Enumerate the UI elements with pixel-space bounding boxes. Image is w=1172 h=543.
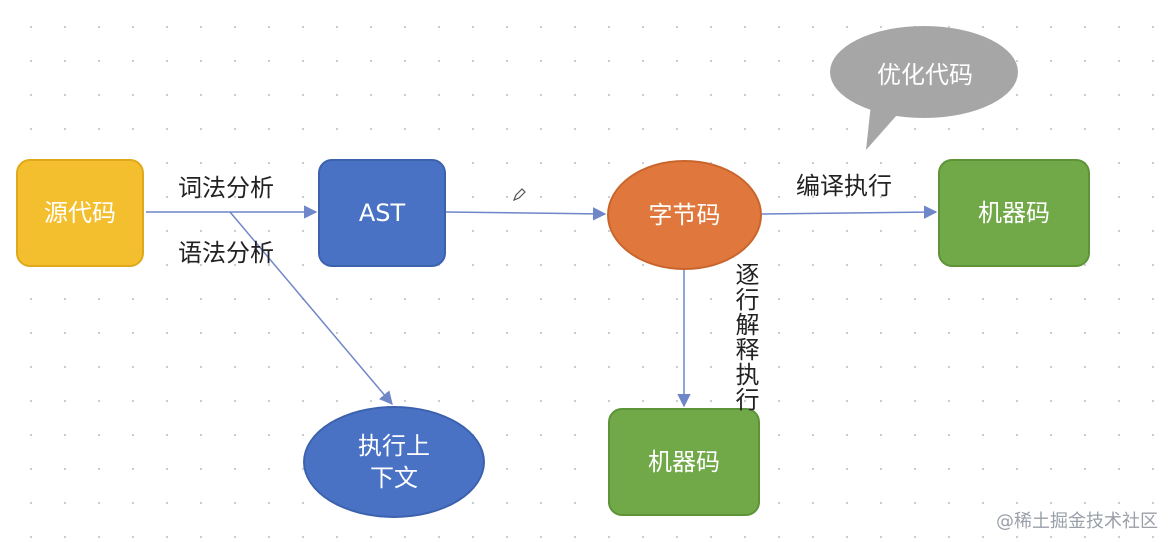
syntax-analysis-label: 语法分析 [178, 239, 274, 267]
lexical-analysis-label: 词法分析 [178, 174, 274, 202]
compiled-machine-code-node: 机器码 [938, 159, 1090, 267]
interpreted-machine-code-label: 机器码 [648, 447, 720, 476]
execution-context-label-line1: 执行上 [358, 431, 430, 460]
watermark: @稀土掘金技术社区 [996, 511, 1158, 532]
compiled-machine-code-label: 机器码 [978, 198, 1050, 227]
interpret-line-by-line-label: 逐行解释执行 [731, 262, 759, 412]
execution-context-label-line2: 下文 [370, 464, 418, 492]
bytecode-node: 字节码 [607, 160, 762, 270]
interpreted-machine-code-node: 机器码 [608, 408, 760, 516]
optimize-bubble [830, 26, 1018, 150]
ast-node: AST [318, 159, 446, 267]
source-code-node: 源代码 [16, 159, 144, 267]
arrow-ast-to-bytecode [445, 207, 607, 221]
optimize-code-label: 优化代码 [877, 60, 973, 89]
compile-execute-label: 编译执行 [796, 172, 892, 200]
pen-cursor-icon [512, 188, 526, 202]
ast-label: AST [358, 198, 406, 227]
execution-context-node: 执行上 下文 [303, 406, 485, 518]
arrow-source-to-context [229, 211, 393, 406]
arrow-bytecode-to-machine-code [761, 205, 938, 219]
bytecode-label: 字节码 [648, 200, 721, 229]
source-code-label: 源代码 [44, 198, 116, 227]
